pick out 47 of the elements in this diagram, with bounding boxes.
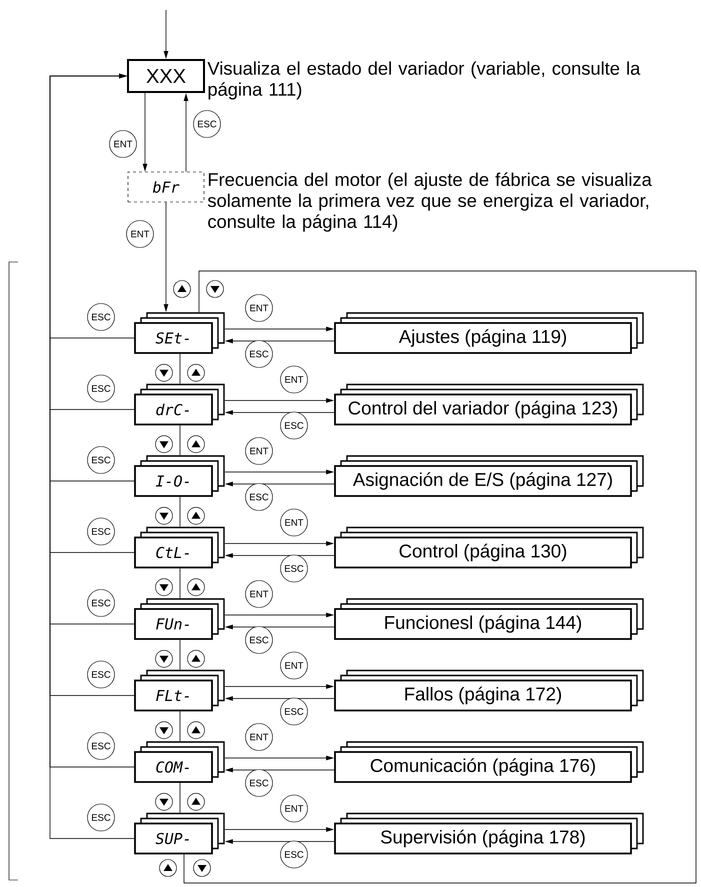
- description-text: Frecuencia del motor (el ajuste de fábrica se visualiza solamente la primera vez que se energiza el variador, consulte la página 114): [208, 172, 652, 232]
- button-label: ESC: [87, 732, 115, 760]
- button-label: ESC: [245, 626, 273, 654]
- display-box: XXX: [127, 59, 205, 93]
- button-label: ESC: [87, 589, 115, 617]
- menu-display: I-O-: [134, 455, 225, 497]
- menu-box: Funcionesl (página 144): [334, 598, 644, 640]
- menu-display: FLt-: [134, 670, 225, 712]
- display-box: bFr: [128, 172, 204, 202]
- button-label: ESC: [87, 446, 115, 474]
- button-label: ESC: [87, 518, 115, 546]
- button-label: ESC: [245, 483, 273, 511]
- button-label: ESC: [280, 698, 308, 726]
- button-label: ENT: [280, 652, 308, 680]
- button-label: ESC: [87, 374, 115, 402]
- menu-box: Asignación de E/S (página 127): [334, 455, 644, 497]
- menu-box: Comunicación (página 176): [334, 741, 644, 783]
- button-label: ESC: [245, 340, 273, 368]
- button-label: ESC: [280, 554, 308, 582]
- description-text: Visualiza el estado del variador (variable, consulte la página 111): [207, 61, 640, 100]
- button-label: ESC: [87, 303, 115, 331]
- button-label: ESC: [280, 412, 308, 440]
- menu-display: drC-: [134, 384, 225, 426]
- button-label: ESC: [245, 769, 273, 797]
- button-label: ENT: [245, 437, 273, 465]
- button-label: ENT: [245, 580, 273, 608]
- button-label: ESC: [87, 660, 115, 688]
- button-label: ENT: [280, 366, 308, 394]
- button-label: ESC: [87, 804, 115, 832]
- menu-display: SEt-: [134, 312, 225, 354]
- button-label: ENT: [109, 130, 137, 158]
- button-label: ESC: [193, 110, 221, 138]
- menu-display: CtL-: [134, 526, 225, 568]
- button-label: ENT: [280, 794, 308, 822]
- button-label: ENT: [126, 220, 154, 248]
- menu-box: Supervisión (página 178): [334, 812, 644, 854]
- menu-box: Control (página 130): [334, 526, 644, 568]
- button-label: ESC: [280, 840, 308, 868]
- button-label: ENT: [245, 723, 273, 751]
- button-label: ENT: [245, 294, 273, 322]
- menu-box: Fallos (página 172): [334, 670, 644, 712]
- button-label: ENT: [280, 508, 308, 536]
- menu-display: COM-: [134, 741, 225, 783]
- menu-display: FUn-: [134, 598, 225, 640]
- menu-box: Control del variador (página 123): [334, 384, 644, 426]
- menu-display: SUP-: [134, 812, 225, 854]
- menu-box: Ajustes (página 119): [334, 312, 644, 354]
